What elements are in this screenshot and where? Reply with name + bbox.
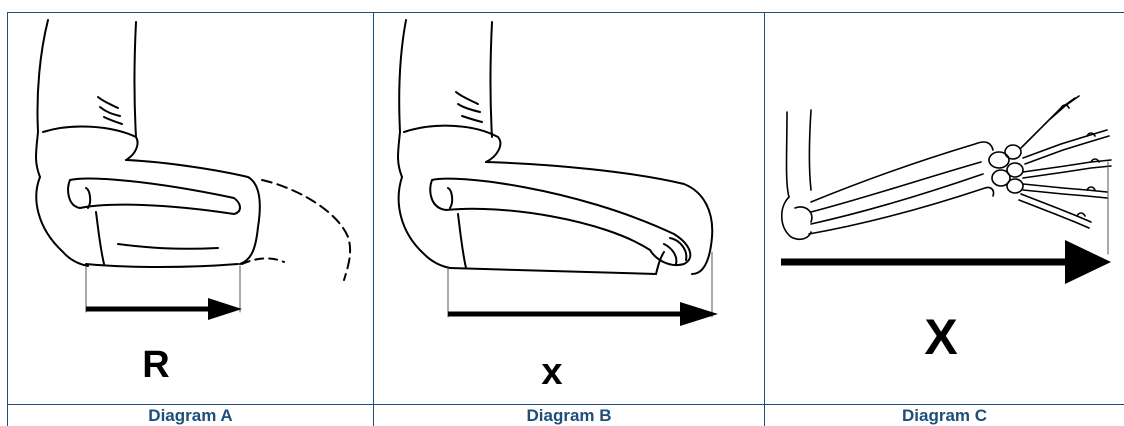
- arrow-label-r: R: [142, 344, 169, 386]
- diagram-b-panel: x: [374, 12, 764, 404]
- caption-diagram-b: Diagram B: [374, 405, 764, 426]
- arrow-label-x-upper: X: [924, 309, 957, 365]
- elbow-bent-arm-illustration: R: [8, 12, 373, 404]
- elbow-extended-arm-illustration: x: [374, 12, 764, 404]
- diagram-a-panel: R: [8, 12, 373, 404]
- arrow-icon: [86, 298, 242, 320]
- arrow-label-x: x: [541, 351, 562, 393]
- caption-diagram-a: Diagram A: [8, 405, 373, 426]
- arrow-icon: [781, 240, 1111, 284]
- diagram-table: R x: [7, 12, 1124, 426]
- diagram-c-panel: X: [765, 12, 1124, 404]
- caption-diagram-c: Diagram C: [765, 405, 1124, 426]
- forearm-hand-bones-illustration: X: [765, 12, 1124, 404]
- arrow-icon: [448, 302, 718, 326]
